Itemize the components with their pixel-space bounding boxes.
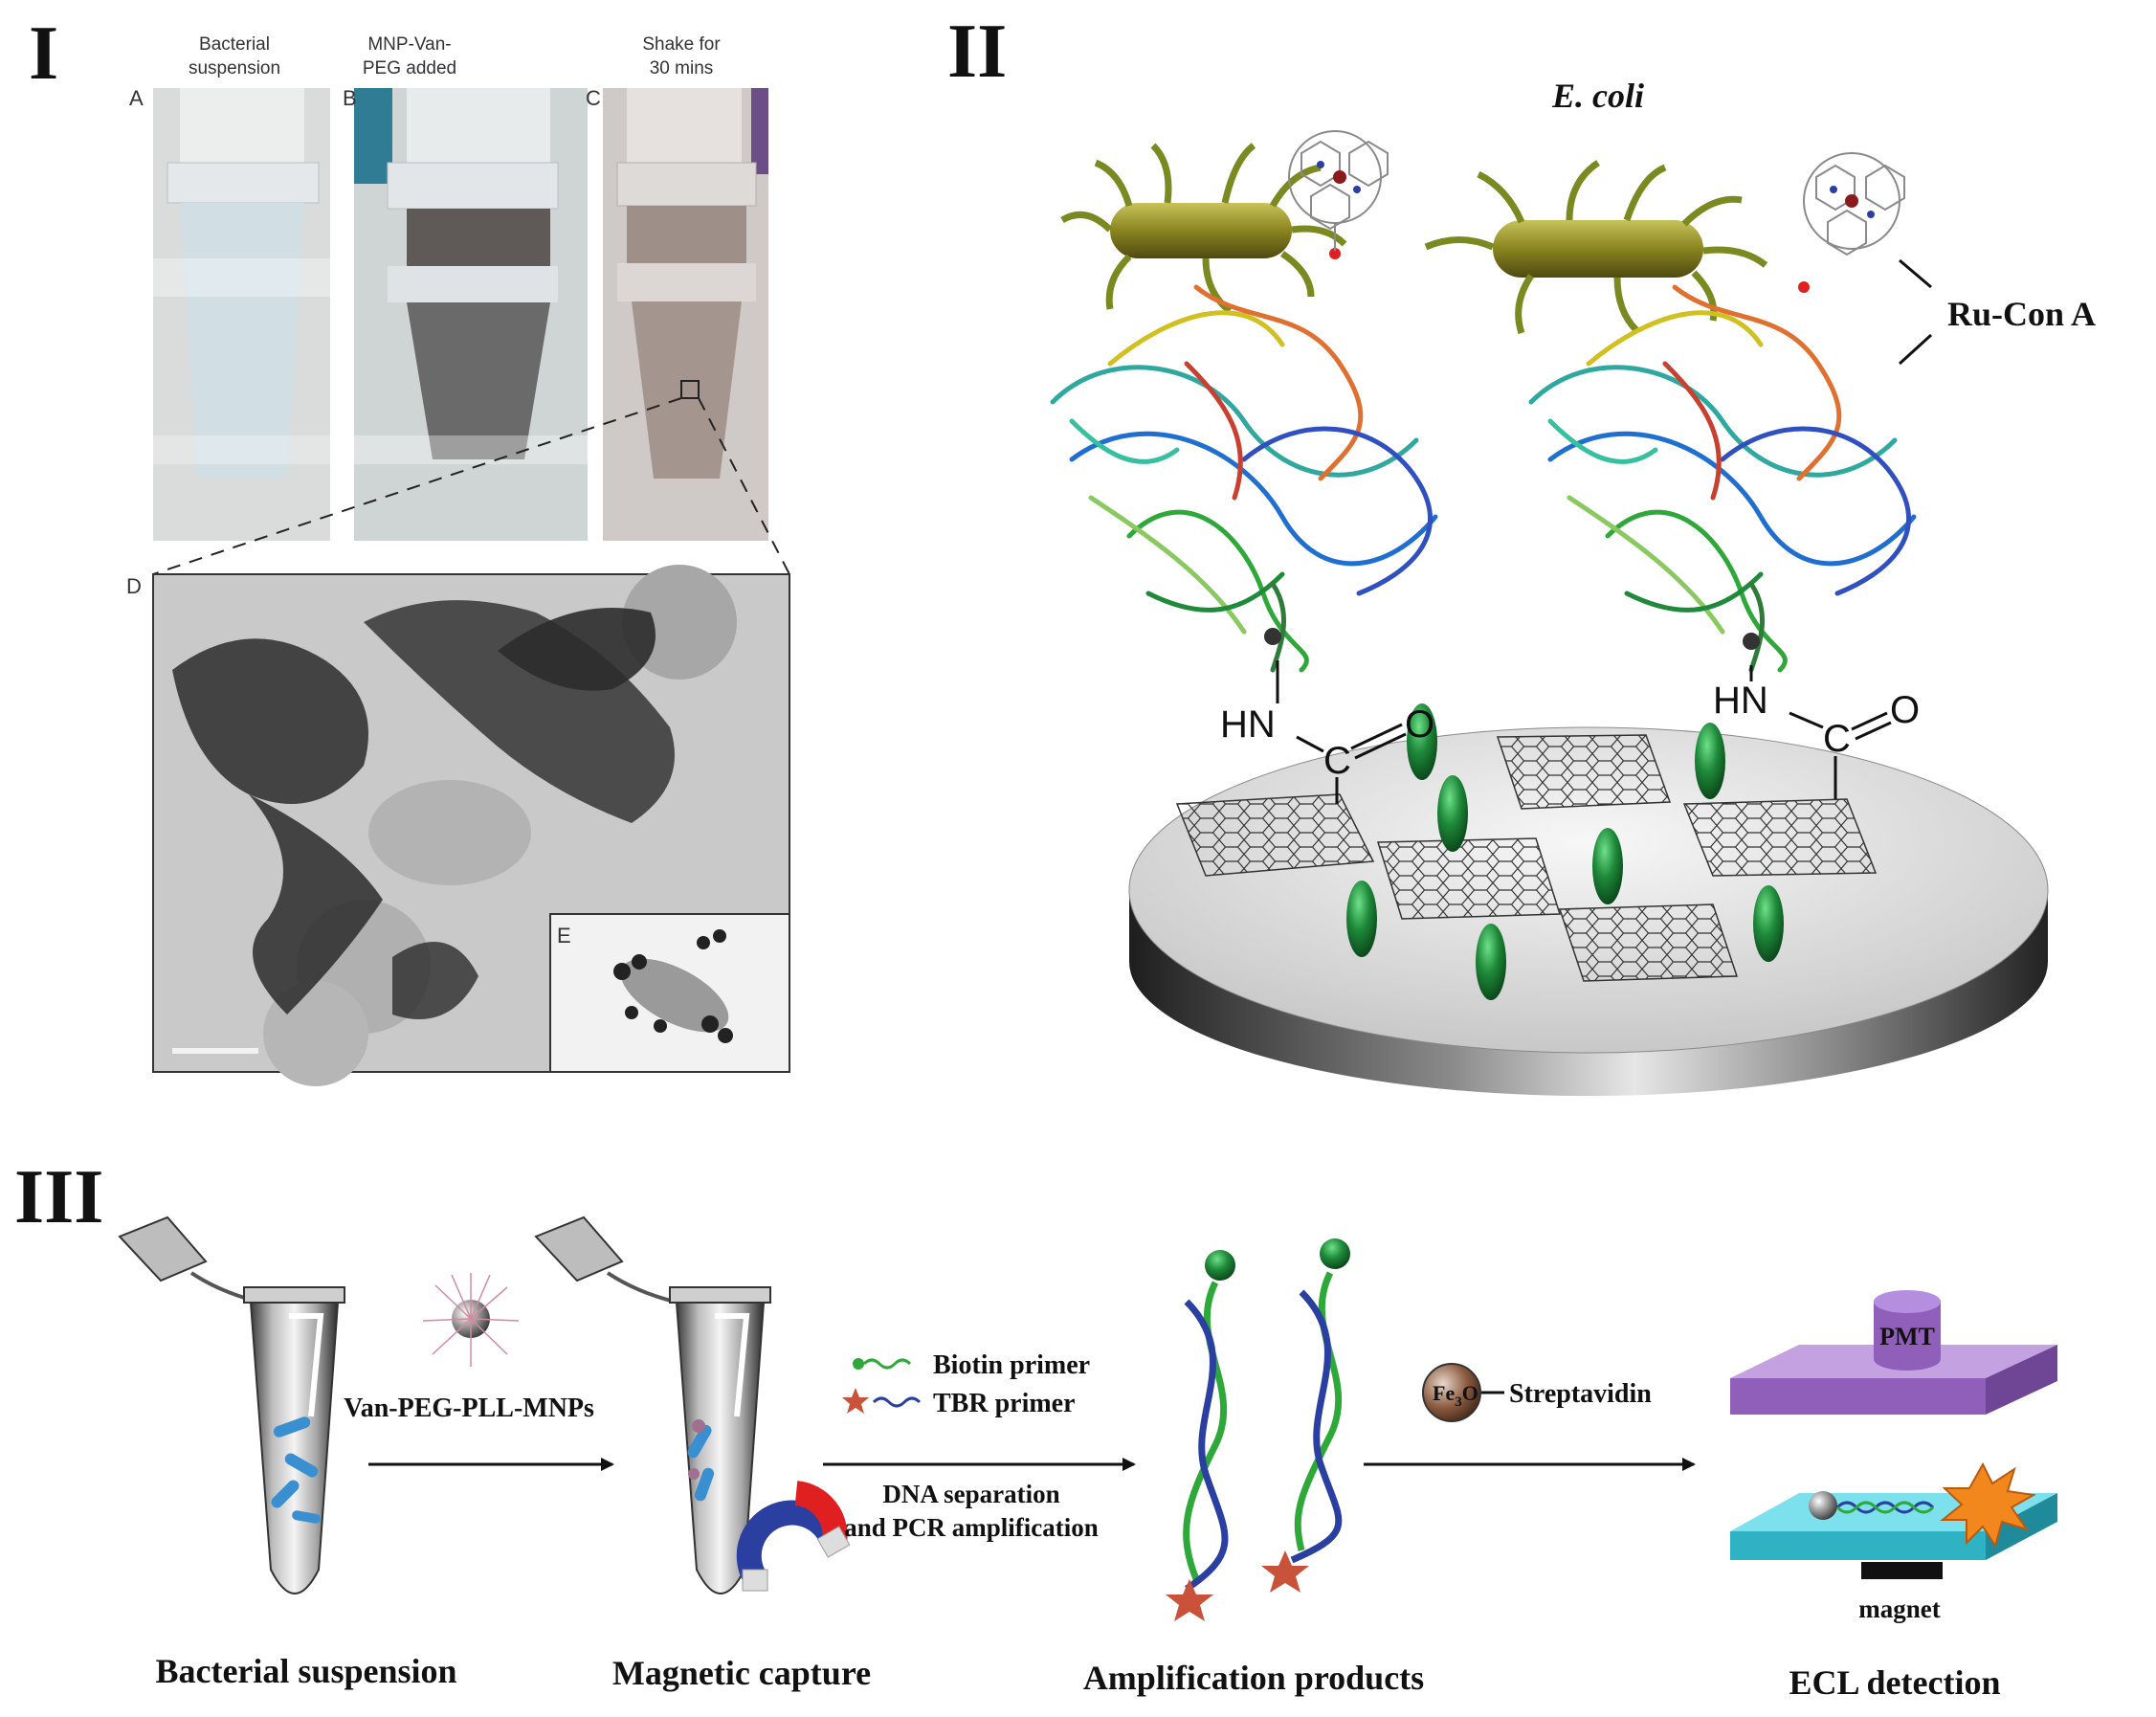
panel-1-numeral: I bbox=[29, 11, 58, 96]
fe-label-fe: Fe bbox=[1433, 1381, 1455, 1405]
fe-label: Fe3O bbox=[1433, 1381, 1478, 1410]
tube-photo-c: C bbox=[586, 86, 768, 541]
dna-helix-2 bbox=[1261, 1238, 1350, 1593]
eppendorf-tube-1 bbox=[118, 1215, 345, 1594]
ecl-chip bbox=[1730, 1461, 2057, 1560]
tube-b-caption-2: PEG added bbox=[363, 58, 456, 78]
amide-bond-right: HN C O bbox=[1713, 665, 1920, 799]
tem-inset-e: E bbox=[549, 913, 790, 1073]
panel-2-numeral: II bbox=[947, 10, 1007, 94]
fe-label-sub: 3 bbox=[1455, 1394, 1462, 1410]
tube-c-caption-1: Shake for bbox=[642, 34, 721, 55]
tem-micrograph-d: D bbox=[126, 565, 790, 1086]
fe-label-o: O bbox=[1462, 1381, 1478, 1405]
process-line-2: and PCR amplification bbox=[844, 1513, 1099, 1542]
process-line-1: DNA separation bbox=[882, 1480, 1059, 1508]
con-a-protein-right bbox=[1528, 284, 1917, 673]
ecoli-title: E. coli bbox=[1551, 77, 1644, 115]
con-a-protein-left bbox=[1050, 284, 1438, 673]
ecoli-cell-right bbox=[1424, 160, 1768, 335]
amide-right-hn: HN bbox=[1713, 680, 1768, 722]
tube-b-caption-1: MNP-Van- bbox=[367, 34, 451, 55]
amide-right-c: C bbox=[1823, 718, 1851, 760]
inset-e-letter: E bbox=[557, 924, 571, 948]
step-1-label: Bacterial suspension bbox=[155, 1652, 456, 1690]
nanoparticle-aggregate bbox=[172, 600, 675, 1019]
zoom-line-left bbox=[152, 397, 682, 575]
panel-3: III Van-PEG-PLL-MNPs bbox=[14, 1155, 2057, 1702]
tube-b-letter: B bbox=[343, 86, 357, 110]
ru-complex-right bbox=[1798, 152, 1905, 293]
ru-con-a-label: Ru-Con A bbox=[1947, 295, 2096, 333]
zoom-line-right bbox=[698, 397, 790, 575]
pmt-plate: PMT bbox=[1730, 1290, 2057, 1415]
step-4-label: ECL detection bbox=[1789, 1663, 2001, 1702]
tube-c-caption-2: 30 mins bbox=[650, 58, 714, 78]
amide-bond-left: HN C O bbox=[1220, 660, 1434, 804]
step-3-label: Amplification products bbox=[1083, 1659, 1424, 1697]
magnet-block bbox=[1861, 1562, 1943, 1579]
reagent-mnp-label: Van-PEG-PLL-MNPs bbox=[344, 1394, 594, 1423]
panel-1: I Bacterial suspension MNP-Van- PEG adde… bbox=[29, 11, 790, 1086]
primer-legend: Biotin primer TBR primer bbox=[842, 1350, 1090, 1418]
amide-right-o: O bbox=[1890, 689, 1920, 731]
tube-a-letter: A bbox=[129, 86, 144, 110]
pmt-label: PMT bbox=[1879, 1323, 1935, 1350]
tube-photo-a: A bbox=[129, 86, 330, 541]
magnet-label: magnet bbox=[1858, 1594, 1940, 1623]
amide-left-o: O bbox=[1405, 703, 1434, 746]
tube-a-caption-1: Bacterial bbox=[199, 34, 270, 55]
ru-complex-left bbox=[1288, 130, 1389, 259]
streptavidin-label: Streptavidin bbox=[1509, 1379, 1652, 1409]
micrograph-d-letter: D bbox=[126, 574, 142, 598]
mnp-particle-icon bbox=[422, 1273, 520, 1367]
tube-photo-b: B bbox=[343, 86, 588, 541]
amide-left-hn: HN bbox=[1220, 703, 1276, 746]
amide-left-c: C bbox=[1323, 740, 1351, 782]
panel-3-numeral: III bbox=[14, 1155, 103, 1239]
tube-a-caption-2: suspension bbox=[189, 58, 280, 78]
tube-c-letter: C bbox=[586, 86, 601, 110]
fe3o4-bead-icon: Fe3O bbox=[1422, 1363, 1481, 1422]
tbr-primer-label: TBR primer bbox=[933, 1389, 1076, 1418]
step-2-label: Magnetic capture bbox=[612, 1654, 871, 1692]
ecoli-cell-left bbox=[1060, 143, 1347, 314]
horseshoe-magnet-icon bbox=[736, 1481, 851, 1592]
green-nanoparticles bbox=[1346, 703, 1784, 1000]
bacteria-rods bbox=[271, 1416, 321, 1524]
graphene-sheets bbox=[1175, 734, 1878, 982]
panel-2: II E. coli bbox=[947, 10, 2096, 1096]
dna-helix-1 bbox=[1166, 1250, 1235, 1621]
biotin-primer-label: Biotin primer bbox=[933, 1350, 1090, 1380]
